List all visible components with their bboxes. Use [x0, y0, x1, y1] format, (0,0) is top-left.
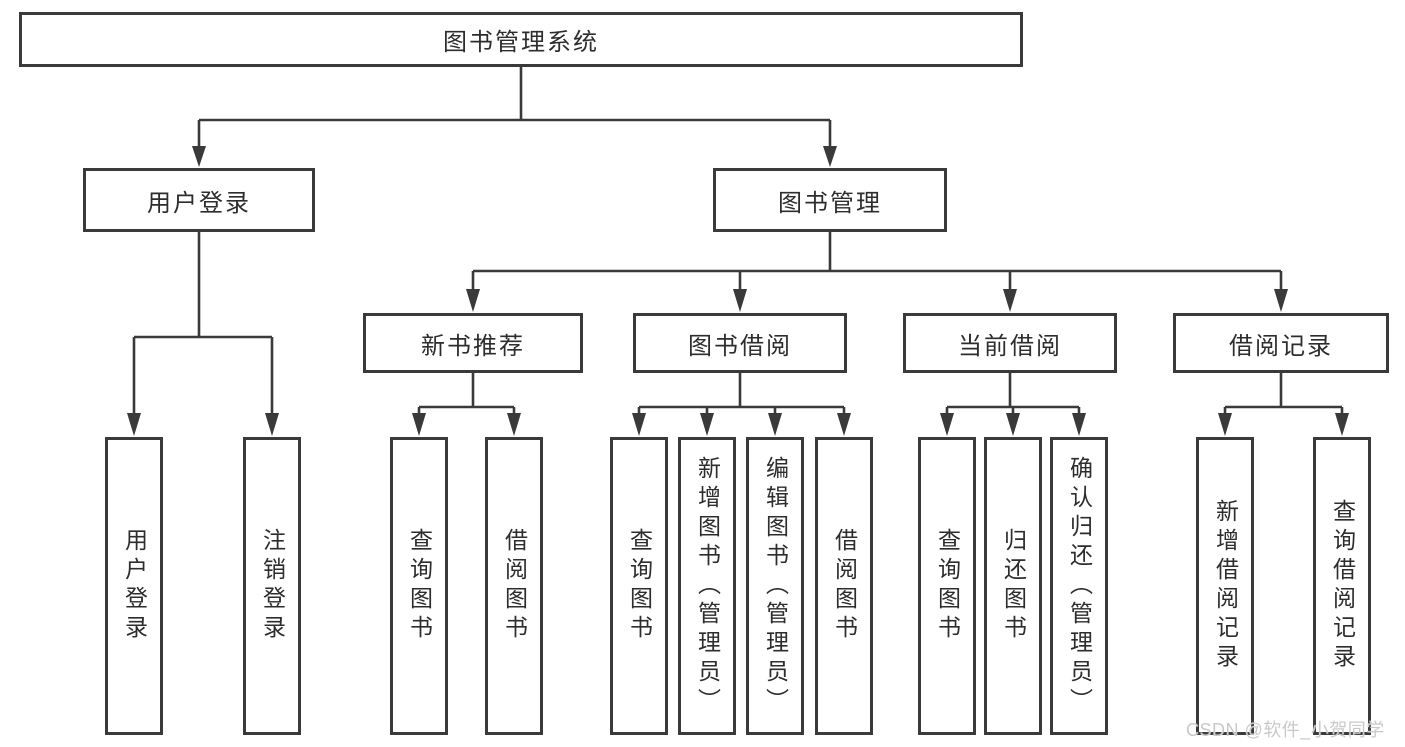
- edge-login-to-leaves: [132, 232, 274, 415]
- node-leaf-nb-borrow-books: 借阅图书: [485, 437, 543, 735]
- arrow-down-icon: [1218, 413, 1232, 436]
- node-current-borrowing: 当前借阅: [903, 313, 1117, 373]
- edge-newbooks-to-leaves: [417, 373, 516, 415]
- node-leaf-bb-edit-books-admin: 编辑图书（管理员）: [746, 437, 804, 735]
- arrow-down-icon: [507, 413, 521, 436]
- arrow-down-icon: [466, 289, 480, 312]
- node-leaf-user-login: 用户登录: [105, 437, 163, 735]
- edge-records-to-leaves: [1223, 373, 1344, 415]
- arrow-down-icon: [733, 289, 747, 312]
- arrow-down-icon: [192, 146, 206, 167]
- arrow-down-icon: [1274, 289, 1288, 312]
- node-leaf-br-query-record: 查询借阅记录: [1313, 437, 1371, 735]
- arrow-down-icon: [412, 413, 426, 436]
- arrow-down-icon: [823, 146, 837, 167]
- node-leaf-bb-borrow-books: 借阅图书: [815, 437, 873, 735]
- edge-root-to-level2: [197, 67, 832, 148]
- arrow-down-icon: [940, 413, 954, 436]
- node-leaf-cb-return-books: 归还图书: [984, 437, 1042, 735]
- arrow-down-icon: [632, 413, 646, 436]
- node-book-management: 图书管理: [713, 168, 947, 232]
- arrow-down-icon: [837, 413, 851, 436]
- node-book-borrowing: 图书借阅: [633, 313, 847, 373]
- edge-current-to-leaves: [945, 373, 1081, 415]
- arrow-down-icon: [1335, 413, 1349, 436]
- arrow-down-icon: [1003, 289, 1017, 312]
- csdn-watermark: CSDN @软件_小贺同学: [1186, 720, 1385, 740]
- node-new-book-recommend: 新书推荐: [363, 313, 583, 373]
- node-borrow-records: 借阅记录: [1173, 313, 1389, 373]
- arrow-down-icon: [700, 413, 714, 436]
- arrow-down-icon: [127, 413, 141, 436]
- edge-borrowing-to-leaves: [637, 373, 846, 415]
- arrow-down-icon: [1072, 413, 1086, 436]
- arrow-down-icon: [1006, 413, 1020, 436]
- node-leaf-bb-add-books-admin: 新增图书（管理员）: [678, 437, 736, 735]
- arrow-down-icon: [265, 413, 279, 436]
- node-leaf-logout: 注销登录: [243, 437, 301, 735]
- node-library-system: 图书管理系统: [19, 12, 1023, 67]
- node-leaf-bb-query-books: 查询图书: [610, 437, 668, 735]
- arrow-down-icon: [768, 413, 782, 436]
- node-leaf-nb-query-books: 查询图书: [390, 437, 448, 735]
- node-user-login: 用户登录: [83, 168, 315, 232]
- edge-mgmt-to-level3: [471, 232, 1283, 291]
- node-leaf-br-add-record: 新增借阅记录: [1196, 437, 1254, 735]
- node-leaf-cb-confirm-return-admin: 确认归还（管理员）: [1050, 437, 1108, 735]
- node-leaf-cb-query-books: 查询图书: [918, 437, 976, 735]
